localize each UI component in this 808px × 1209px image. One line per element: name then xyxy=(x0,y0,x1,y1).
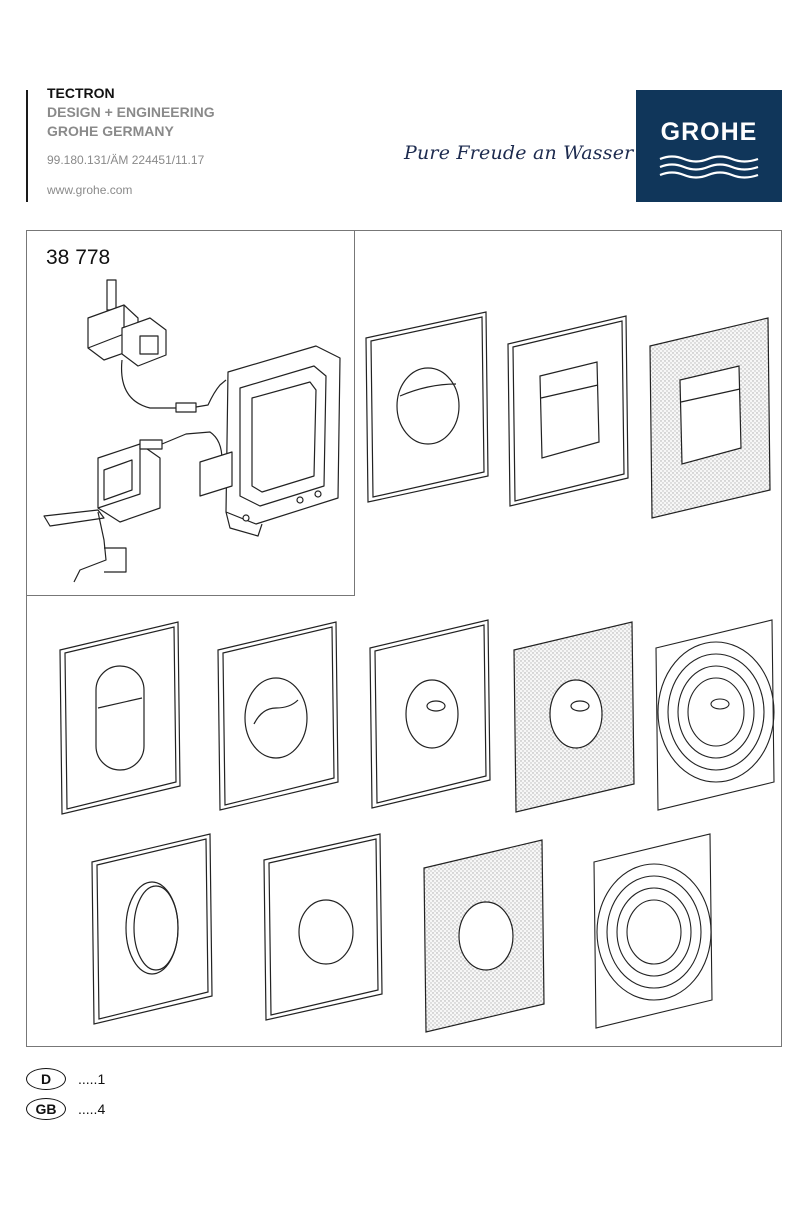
brand-title: TECTRON xyxy=(47,85,115,101)
document-code: 99.180.131/ÄM 224451/11.17 xyxy=(47,153,205,167)
installation-drawing xyxy=(43,279,341,583)
language-badge: GB xyxy=(26,1098,66,1120)
grohe-logo: GROHE xyxy=(636,90,782,202)
header-block: TECTRON DESIGN + ENGINEERING GROHE GERMA… xyxy=(47,84,215,197)
model-number: 38 778 xyxy=(46,246,111,269)
website-link[interactable]: www.grohe.com xyxy=(47,183,133,197)
brand-subtitle: DESIGN + ENGINEERING xyxy=(47,104,215,120)
language-badge: D xyxy=(26,1068,66,1090)
brand-origin: GROHE GERMANY xyxy=(47,123,174,139)
language-entry-d[interactable]: D .....1 xyxy=(26,1068,105,1090)
product-frame xyxy=(26,230,782,1047)
header-rule xyxy=(26,90,28,202)
logo-wordmark: GROHE xyxy=(660,118,758,146)
logo-waves-icon xyxy=(659,155,759,179)
language-page: .....4 xyxy=(78,1101,106,1117)
language-entry-gb[interactable]: GB .....4 xyxy=(26,1098,105,1120)
language-page: .....1 xyxy=(78,1071,106,1087)
brand-slogan: Pure Freude an Wasser xyxy=(404,142,634,164)
